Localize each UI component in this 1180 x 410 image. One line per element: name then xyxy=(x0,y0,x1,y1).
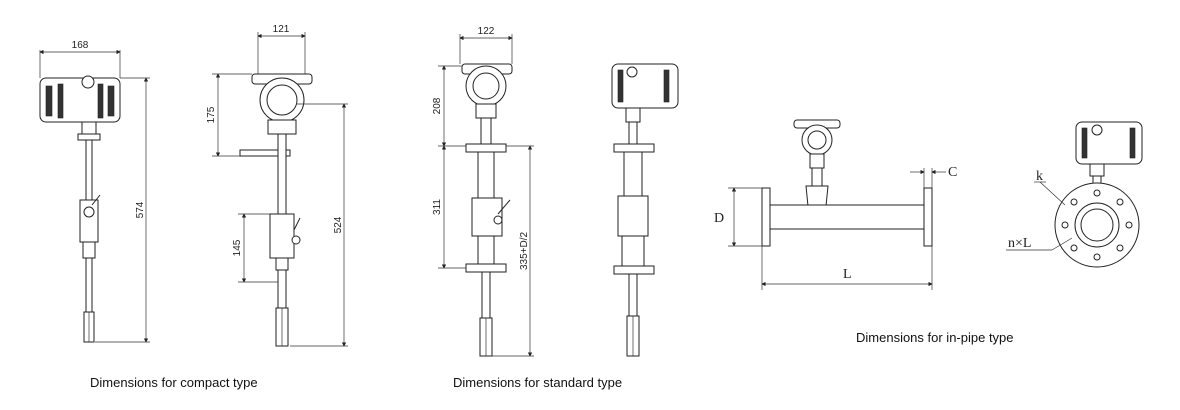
dim-208: 208 xyxy=(432,97,443,114)
dim-122: 122 xyxy=(478,26,495,37)
dim-175: 175 xyxy=(206,106,217,123)
dim-335-d2: 335+D/2 xyxy=(519,232,530,271)
standard-front-view xyxy=(461,63,513,357)
caption-compact: Dimensions for compact type xyxy=(90,375,258,390)
dim-145: 145 xyxy=(232,239,243,256)
label-d: D xyxy=(714,211,724,226)
dim-311: 311 xyxy=(432,199,443,215)
label-l: L xyxy=(843,267,852,282)
caption-standard: Dimensions for standard type xyxy=(453,375,623,390)
compact-front-view xyxy=(239,73,313,347)
label-c: C xyxy=(948,165,957,180)
dim-574: 574 xyxy=(135,201,146,218)
label-k: k xyxy=(1036,169,1043,184)
label-nxl: n×L xyxy=(1008,236,1031,251)
dim-121: 121 xyxy=(273,24,290,35)
inpipe-flange-view xyxy=(1054,121,1143,268)
standard-type-drawing: 122 208 311 335+D/2 xyxy=(432,26,679,357)
caption-inpipe: Dimensions for in-pipe type xyxy=(856,330,1014,345)
inpipe-side-view xyxy=(761,119,933,247)
compact-side-view xyxy=(39,75,121,343)
dim-168: 168 xyxy=(72,40,89,51)
dim-524: 524 xyxy=(333,216,344,233)
inpipe-type-drawing: D L C xyxy=(714,119,1143,290)
compact-type-drawing: 168 574 121 175 xyxy=(39,24,348,347)
standard-side-view xyxy=(611,63,679,357)
